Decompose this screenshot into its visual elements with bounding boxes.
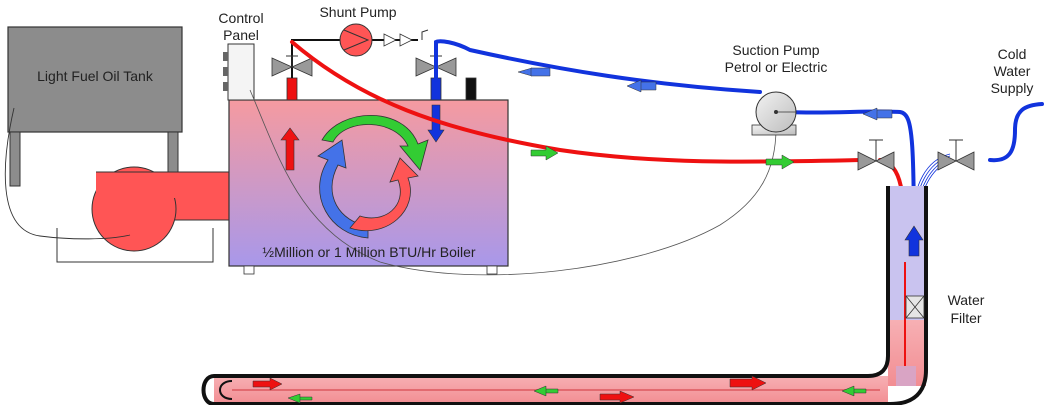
water-filter-label-line2: Filter xyxy=(950,310,982,326)
check-valve xyxy=(383,29,429,47)
suction-pump-label-line2: Petrol or Electric xyxy=(724,59,828,75)
burner xyxy=(56,166,232,263)
shunt-pump-label: Shunt Pump xyxy=(319,4,397,20)
cold-water-lines xyxy=(434,39,1044,302)
shunt-loop xyxy=(271,23,457,78)
suction-pump[interactable] xyxy=(751,91,797,136)
hot-return-valve[interactable] xyxy=(857,139,895,171)
shunt-pump[interactable] xyxy=(339,23,373,57)
water-filter-label-line1: Water xyxy=(947,292,985,308)
shunt-valve-right[interactable] xyxy=(415,55,457,77)
water-filter xyxy=(904,225,925,319)
cold-water-label-line1: Cold xyxy=(997,46,1027,62)
shunt-valve-left[interactable] xyxy=(271,55,313,77)
cold-supply-valve[interactable] xyxy=(937,139,975,171)
boiler-label: ½Million or 1 Million BTU/Hr Boiler xyxy=(262,244,476,260)
fuel-oil-tank xyxy=(7,26,183,187)
flow-arrows xyxy=(252,67,893,404)
fuel-line xyxy=(4,107,131,240)
suction-pump-label-line1: Suction Pump xyxy=(732,42,820,58)
control-panel-label-line1: Control xyxy=(218,10,264,26)
control-panel-label-line2: Panel xyxy=(223,27,259,43)
circulation-arrows xyxy=(317,114,429,239)
cold-water-label-line2: Water xyxy=(993,63,1031,79)
ground-loop-tube xyxy=(201,186,928,405)
control-panel xyxy=(223,43,255,101)
fuel-tank-label: Light Fuel Oil Tank xyxy=(37,68,153,84)
control-cable xyxy=(249,89,777,276)
cold-water-label-line3: Supply xyxy=(990,80,1034,96)
